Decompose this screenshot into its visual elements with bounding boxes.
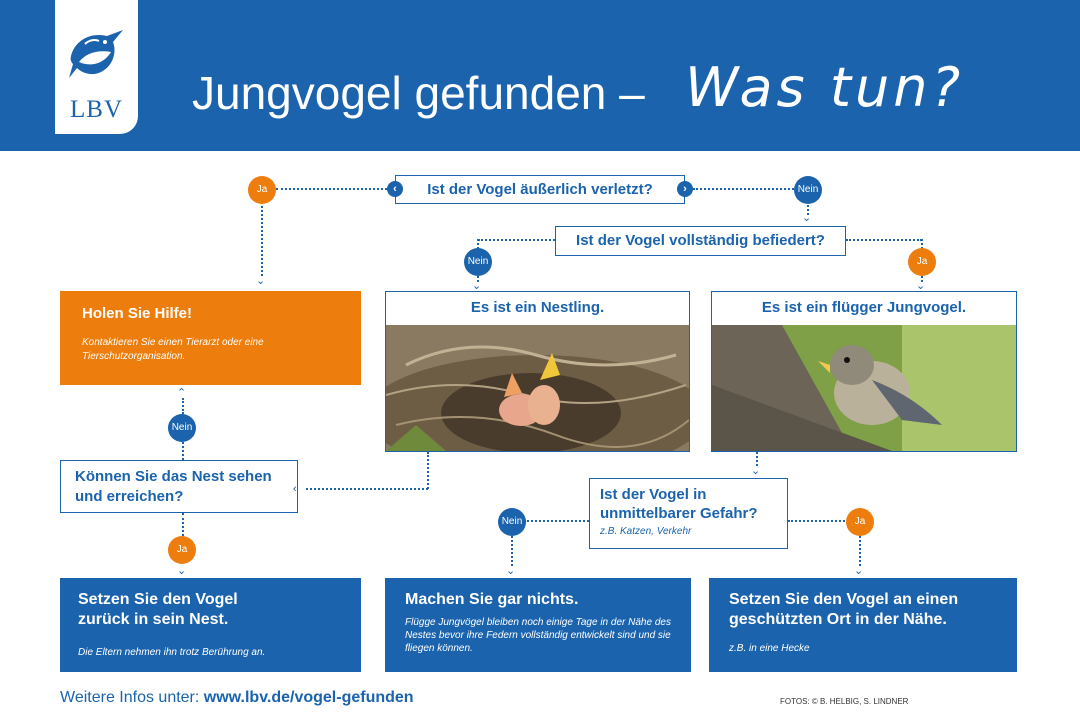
footer-info-link[interactable]: www.lbv.de/vogel-gefunden	[203, 689, 414, 706]
connector-line	[261, 206, 263, 276]
no-badge: Nein	[794, 176, 822, 204]
yes-badge: Ja	[168, 536, 196, 564]
connector-line	[182, 513, 184, 536]
nestling-title: Es ist ein Nestling.	[470, 299, 605, 316]
connector-line	[859, 536, 861, 566]
photo-credit: FOTOS: © B. HELBIG, S. LINDNER	[780, 697, 909, 706]
outcome-safe-title: Setzen Sie den Vogel an einen geschützte…	[729, 591, 959, 628]
nestling-photo-image	[386, 325, 689, 451]
connector-line	[921, 239, 923, 249]
connector-line	[693, 188, 794, 190]
connector-line	[306, 488, 428, 490]
chevron-down-icon: ⌄	[506, 565, 516, 577]
chevron-down-icon: ⌄	[751, 465, 761, 477]
chevron-right-icon: ›	[677, 181, 693, 197]
chevron-down-icon: ⌄	[802, 212, 812, 224]
yes-badge: Ja	[908, 248, 936, 276]
help-title: Holen Sie Hilfe!	[82, 305, 193, 322]
outcome-do-nothing: Machen Sie gar nichts. Flügge Jungvögel …	[385, 578, 691, 672]
help-text: Kontaktieren Sie einen Tierarzt oder ein…	[82, 337, 264, 362]
question-injured-text: Ist der Vogel äußerlich verletzt?	[427, 181, 653, 198]
fledgling-title: Es ist ein flügger Jungvogel.	[761, 299, 967, 316]
chevron-up-icon: ⌃	[177, 387, 187, 399]
kingfisher-logo-icon	[69, 30, 123, 78]
connector-line	[182, 398, 184, 414]
lbv-logo[interactable]: LBV	[55, 0, 138, 134]
outcome-safe-text: z.B. in eine Hecke	[729, 643, 810, 654]
chevron-down-icon: ⌄	[256, 275, 266, 287]
connector-line	[511, 536, 513, 566]
connector-line	[477, 239, 479, 249]
question-feathered: Ist der Vogel vollständig befiedert?	[555, 226, 846, 256]
outcome-nothing-text: Flügge Jungvögel bleiben noch einige Tag…	[405, 617, 671, 654]
outcome-return-title: Setzen Sie den Vogel zurück in sein Nest…	[78, 591, 238, 628]
header-banner: LBV Jungvogel gefunden – Was tun?	[0, 0, 1080, 151]
chevron-left-icon: ‹	[387, 181, 403, 197]
question-danger-example: z.B. Katzen, Verkehr	[600, 526, 692, 537]
no-badge: Nein	[498, 508, 526, 536]
connector-line	[182, 442, 184, 460]
connector-line	[477, 276, 479, 282]
no-badge: Nein	[464, 248, 492, 276]
chevron-down-icon: ⌄	[472, 280, 482, 292]
connector-line	[807, 205, 809, 215]
question-danger: Ist der Vogel in unmittelbarer Gefahr? z…	[589, 478, 788, 549]
no-badge: Nein	[168, 414, 196, 442]
fledgling-photo	[712, 325, 1016, 451]
footer-info: Weitere Infos unter: www.lbv.de/vogel-ge…	[60, 689, 414, 707]
connector-line	[788, 520, 860, 522]
chevron-down-icon: ⌄	[177, 565, 187, 577]
connector-line	[846, 239, 922, 241]
outcome-return-text: Die Eltern nehmen ihn trotz Berührung an…	[78, 647, 266, 658]
outcome-nothing-title: Machen Sie gar nichts.	[405, 591, 579, 608]
chevron-left-icon: ‹	[293, 483, 297, 495]
connector-line	[921, 276, 923, 282]
yes-badge: Ja	[846, 508, 874, 536]
page-title-handwritten: Was tun?	[685, 56, 965, 119]
footer-info-prefix: Weitere Infos unter:	[60, 689, 200, 706]
outcome-safe-place: Setzen Sie den Vogel an einen geschützte…	[709, 578, 1017, 672]
question-nest-text: Können Sie das Nest sehen und erreichen?	[75, 468, 272, 505]
connector-line	[427, 452, 429, 489]
help-box: Holen Sie Hilfe! Kontaktieren Sie einen …	[60, 291, 361, 385]
outcome-return-nest: Setzen Sie den Vogel zurück in sein Nest…	[60, 578, 361, 672]
question-nest: Können Sie das Nest sehen und erreichen?	[60, 460, 298, 513]
connector-line	[478, 239, 555, 241]
logo-text: LBV	[70, 96, 123, 123]
question-injured: Ist der Vogel äußerlich verletzt?	[395, 175, 685, 204]
fledgling-photo-image	[712, 325, 1016, 451]
question-danger-text: Ist der Vogel in unmittelbarer Gefahr?	[600, 486, 758, 522]
connector-line	[756, 452, 758, 466]
chevron-down-icon: ⌄	[916, 280, 926, 292]
yes-badge: Ja	[248, 176, 276, 204]
nestling-photo	[386, 325, 689, 451]
chevron-down-icon: ⌄	[854, 565, 864, 577]
question-feathered-text: Ist der Vogel vollständig befiedert?	[576, 232, 825, 249]
connector-line	[276, 188, 387, 190]
connector-line	[512, 520, 589, 522]
page-title: Jungvogel gefunden –	[192, 67, 645, 119]
